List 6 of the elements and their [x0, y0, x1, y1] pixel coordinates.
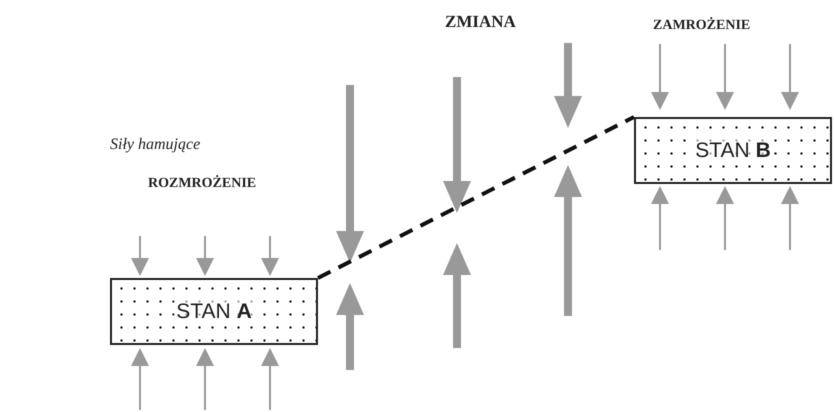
state-box: [634, 117, 832, 184]
stage-heading: ZAMROŻENIE: [653, 18, 750, 34]
stage-heading: ZMIANA: [445, 12, 516, 32]
stage-heading: ROZMROŻENIE: [148, 176, 256, 192]
forces-caption: Siły hamujące: [110, 136, 200, 154]
state-box: [110, 278, 318, 345]
